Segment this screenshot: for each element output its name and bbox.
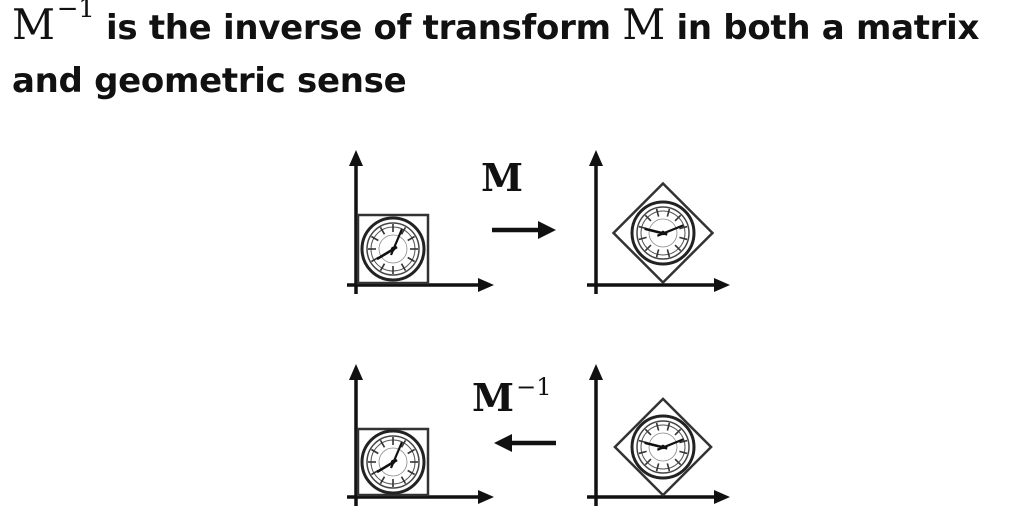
clock-icon — [613, 397, 713, 497]
heading-line2: and geometric sense — [12, 61, 407, 101]
axes-top-left — [347, 150, 494, 294]
heading-text-part1: is the inverse of transform — [94, 8, 623, 48]
slide-heading: M−1 is the inverse of transform M in bot… — [12, 0, 1017, 106]
axes-top-right — [587, 150, 730, 294]
heading-text-part2: in both a matrix — [664, 8, 980, 48]
clock-icon — [611, 181, 715, 285]
arrow-right-icon — [492, 221, 556, 239]
clock-icon — [356, 213, 430, 285]
clock-icon — [356, 427, 430, 497]
heading-math-m: M — [622, 0, 665, 49]
heading-math-m-inverse: M−1 — [12, 0, 95, 49]
transform-label-m-inverse: M−1 — [472, 373, 552, 420]
axes-bottom-left — [347, 364, 494, 506]
transform-label-m: M — [481, 155, 524, 200]
axes-bottom-right — [587, 364, 730, 506]
arrow-left-icon — [494, 434, 556, 452]
